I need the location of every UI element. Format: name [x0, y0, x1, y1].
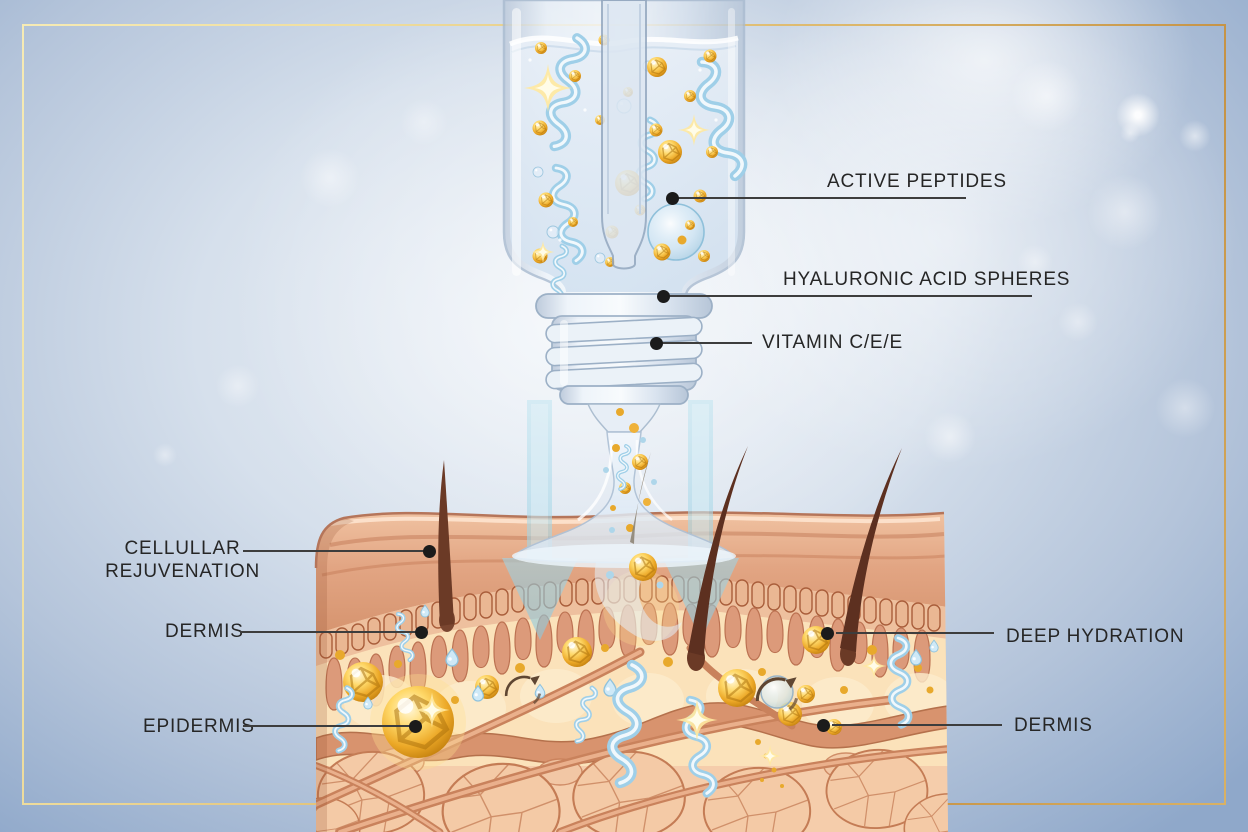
leader-line-dermis-left [240, 631, 418, 633]
label-cellular-rejuvenation: CELLULLAR REJUVENATION [105, 537, 260, 583]
leader-dot-active-peptides [666, 192, 679, 205]
label-cellular-line1: CELLULLAR [124, 538, 241, 559]
leader-line-active-peptides [672, 197, 966, 199]
label-cellular-line2: REJUVENATION [105, 561, 260, 582]
leader-line-cellular-rejuvenation [243, 550, 425, 552]
leader-dot-vitamin [650, 337, 663, 350]
label-dermis-right: DERMIS [1014, 715, 1093, 736]
label-epidermis: EPIDERMIS [143, 716, 255, 737]
label-vitamin: VITAMIN C/E/E [762, 332, 903, 353]
leader-line-epidermis [243, 725, 411, 727]
leader-dot-hyaluronic-acid [657, 290, 670, 303]
leader-dot-epidermis [409, 720, 422, 733]
leader-line-vitamin [656, 342, 752, 344]
leader-line-hyaluronic-acid [663, 295, 1032, 297]
leader-dot-deep-hydration [821, 627, 834, 640]
leader-dot-dermis-right [817, 719, 830, 732]
label-dermis-left: DERMIS [165, 621, 244, 642]
leader-line-deep-hydration [836, 632, 994, 634]
label-deep-hydration: DEEP HYDRATION [1006, 626, 1185, 647]
label-active-peptides: ACTIVE PEPTIDES [827, 171, 1007, 192]
leader-dot-cellular-rejuvenation [423, 545, 436, 558]
leader-dot-dermis-left [415, 626, 428, 639]
leader-line-dermis-right [832, 724, 1002, 726]
label-hyaluronic-acid: HYALURONIC ACID SPHERES [783, 269, 1071, 290]
